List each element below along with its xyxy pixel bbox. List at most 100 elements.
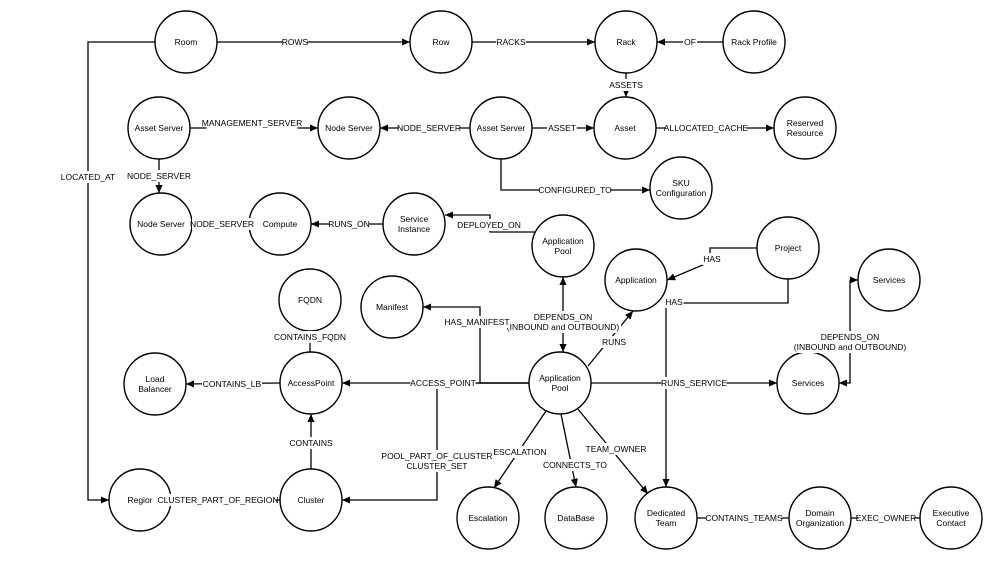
- node-circle-asset-server-left: [127, 96, 191, 160]
- edge-label-text: NODE_SERVER: [190, 219, 254, 229]
- node-label-line: Application: [539, 373, 581, 383]
- node-circle-manifest: [360, 275, 424, 339]
- node-label-manifest: Manifest: [376, 302, 409, 312]
- node-label-line: DataBase: [557, 513, 595, 523]
- edge-label-text: CLUSTER_PART_OF_REGION: [157, 495, 278, 505]
- node-label-line: Application: [542, 236, 584, 246]
- edge-label-bg: [398, 122, 460, 134]
- edge-label-line: RUNS_SERVICE: [661, 378, 727, 388]
- node-label-line: Pool: [551, 383, 568, 393]
- edge-label-line: HAS: [665, 297, 683, 307]
- node-circle-rack: [594, 10, 658, 74]
- node-label-line: Configuration: [656, 188, 707, 198]
- node-label-line: Balancer: [138, 384, 172, 394]
- edge-label-contains-lb: CONTAINS_LB: [201, 378, 263, 390]
- node-label-services-bottom: Services: [792, 378, 825, 388]
- node-circle-domain-organization: [788, 486, 852, 550]
- node-label-line: Cluster: [298, 495, 325, 505]
- edge-label-bg: [206, 117, 298, 129]
- node-services-top: Services: [857, 248, 921, 312]
- edge-label-access-point-edge: ACCESS_POINT: [410, 377, 476, 389]
- edge-label-escalation-edge: ESCALATION: [492, 446, 548, 458]
- edge-label-team-owner: TEAM_OWNER: [586, 443, 646, 455]
- node-escalation: Escalation: [456, 486, 520, 550]
- node-label-rack-profile: Rack Profile: [731, 37, 777, 47]
- edge-label-configured-to: CONFIGURED_TO: [538, 184, 612, 196]
- edge-label-text: CONTAINS_TEAMS: [705, 513, 783, 523]
- edge-label-line: DEPENDS_ON: [821, 332, 880, 342]
- node-node-server-mid: Node Server: [317, 96, 381, 160]
- edge-label-line: (INBOUND and OUTBOUND): [507, 322, 620, 332]
- edge-label-bg: [588, 443, 644, 455]
- edge-label-text: NODE_SERVER: [397, 123, 461, 133]
- node-label-asset: Asset: [614, 123, 636, 133]
- node-label-line: Contact: [936, 518, 966, 528]
- edge-label-line: (INBOUND and OUTBOUND): [794, 342, 907, 352]
- edge-pool-part-of-cluster: [342, 382, 529, 504]
- node-circle-application: [604, 248, 668, 312]
- node-label-line: Services: [873, 275, 906, 285]
- node-circle-room: [154, 10, 218, 74]
- node-circle-escalation: [456, 486, 520, 550]
- edge-label-bg: [608, 79, 644, 91]
- edge-label-text: RUNS_SERVICE: [661, 378, 727, 388]
- node-label-line: Reserved: [787, 118, 824, 128]
- node-circle-project: [756, 216, 820, 280]
- edge-label-text: CONTAINS: [289, 438, 333, 448]
- edge-label-line: NODE_SERVER: [127, 171, 191, 181]
- edge-label-exec-owner: EXEC_OWNER: [856, 512, 916, 524]
- node-circle-reserved-resource: [773, 96, 837, 160]
- node-label-node-server-left: Node Server: [137, 219, 185, 229]
- edge-label-has-project-team: HAS: [664, 296, 684, 308]
- edge-label-bg: [665, 122, 747, 134]
- node-label-line: AccessPoint: [288, 378, 335, 388]
- edge-label-bg: [539, 184, 611, 196]
- node-circle-application-pool-top: [531, 214, 595, 278]
- edge-label-cluster-part-of-region: CLUSTER_PART_OF_REGION: [157, 494, 279, 506]
- node-label-services-top: Services: [873, 275, 906, 285]
- node-label-line: Asset: [614, 123, 636, 133]
- node-label-line: Application: [615, 275, 657, 285]
- node-services-bottom: Services: [776, 351, 840, 415]
- edge-label-line: RACKS: [496, 37, 526, 47]
- edge-label-text: ESCALATION: [493, 447, 546, 457]
- edge-label-text: NODE_SERVER: [127, 171, 191, 181]
- node-label-line: Asset Server: [135, 123, 184, 133]
- node-fqdn: FQDN: [278, 268, 342, 332]
- edge-label-runs: RUNS: [601, 336, 626, 348]
- edge-label-line: CONFIGURED_TO: [538, 185, 612, 195]
- edge-label-bg: [544, 459, 606, 471]
- node-label-region: Regior: [127, 495, 152, 505]
- edge-label-text: RUNS_ON: [328, 219, 370, 229]
- node-label-line: Rack: [616, 37, 636, 47]
- node-label-line: Instance: [398, 224, 430, 234]
- edge-label-runs-service: RUNS_SERVICE: [661, 377, 727, 389]
- edge-label-line: NODE_SERVER: [397, 123, 461, 133]
- node-label-escalation: Escalation: [468, 513, 507, 523]
- edge-label-bg: [384, 450, 490, 472]
- edge-label-bg: [128, 170, 190, 182]
- node-cluster: Cluster: [279, 468, 343, 532]
- edge-label-text: CONNECTS_TO: [543, 460, 607, 470]
- edge-label-line: ROWS: [282, 37, 309, 47]
- node-label-asset-server-mid: Asset Server: [477, 123, 526, 133]
- edge-label-text: HAS: [703, 254, 721, 264]
- node-rack: Rack: [594, 10, 658, 74]
- node-label-line: Room: [175, 37, 198, 47]
- node-row: Row: [409, 10, 473, 74]
- node-circle-sku-configuration: [649, 156, 713, 220]
- node-label-line: Rack Profile: [731, 37, 777, 47]
- edge-label-line: POOL_PART_OF_CLUSTER: [381, 451, 492, 461]
- edge-label-bg: [60, 171, 116, 183]
- node-circle-asset: [593, 96, 657, 160]
